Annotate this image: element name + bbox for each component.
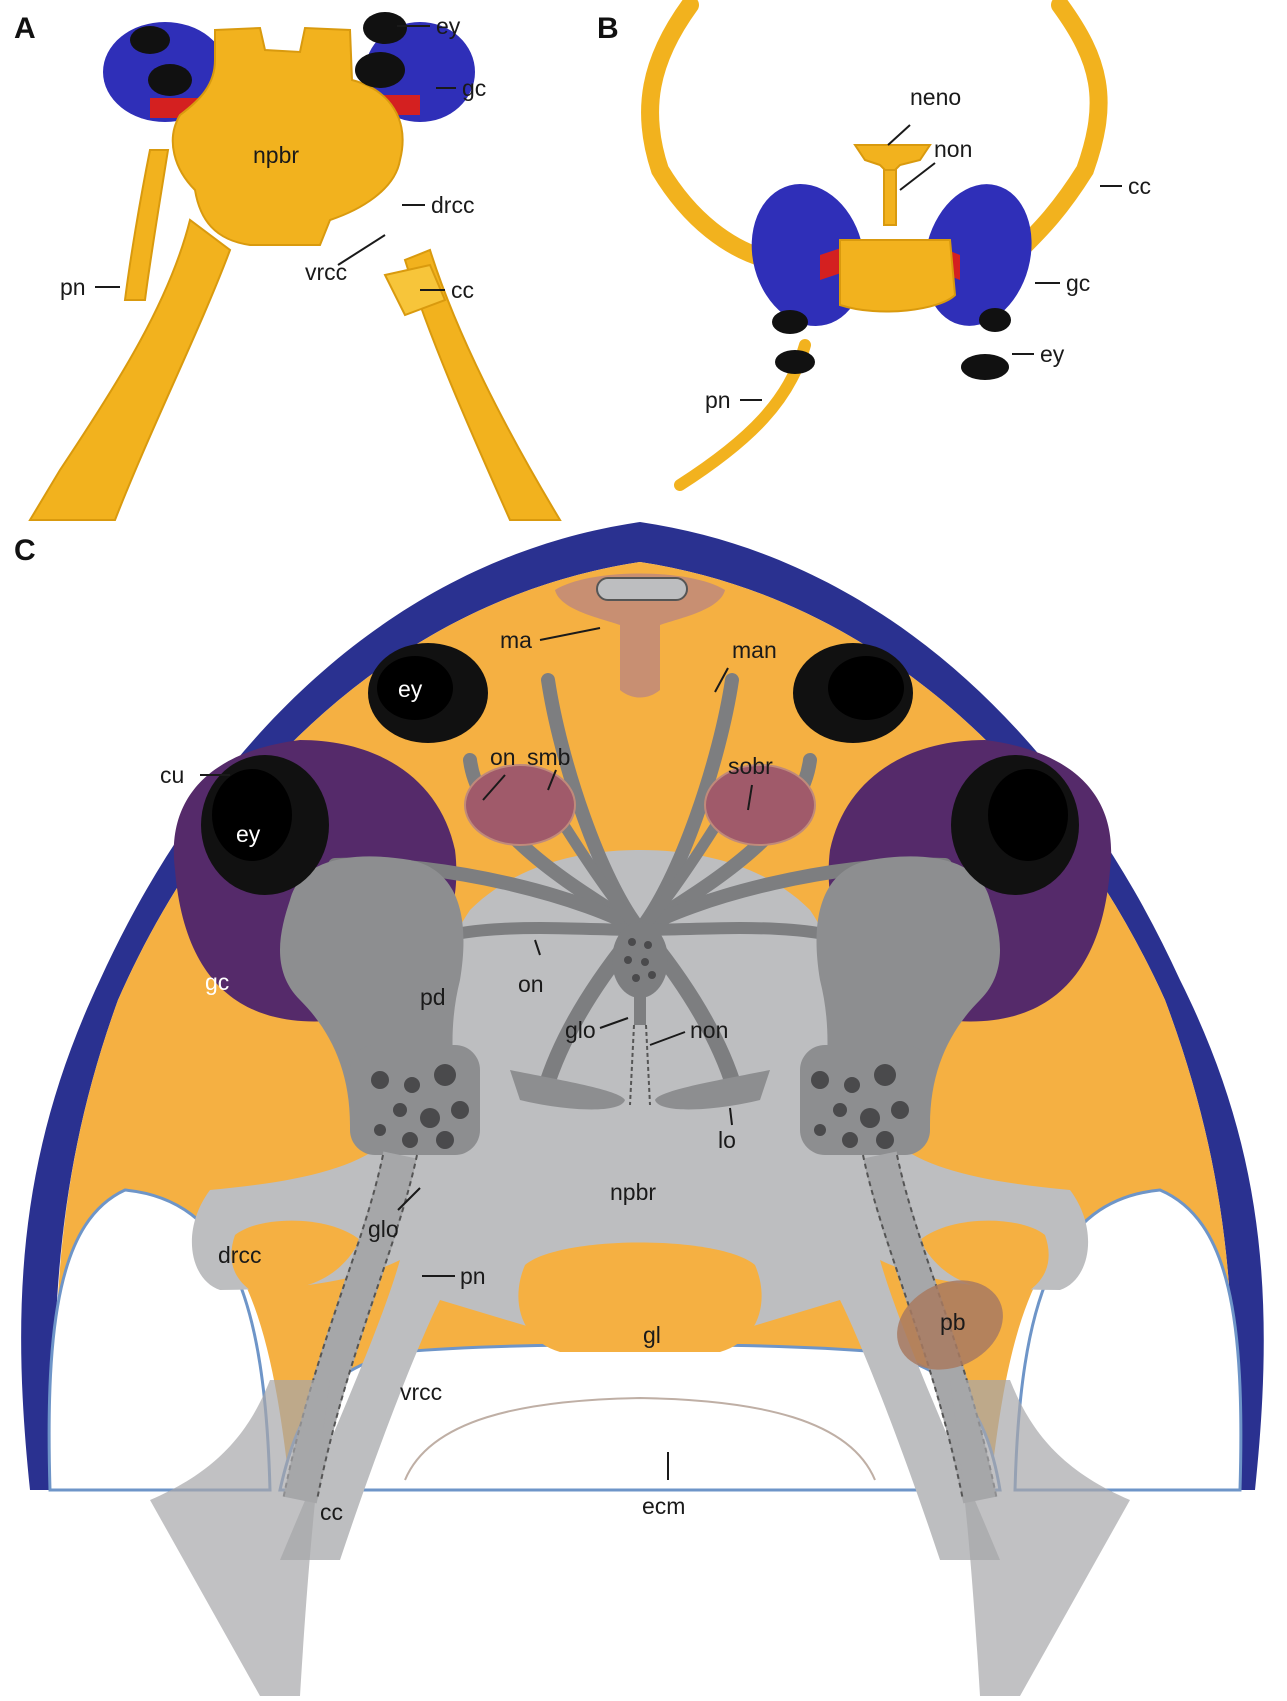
panel-c: C [14, 522, 1264, 1696]
panel-c-label-ey-lower: ey [236, 821, 261, 847]
panel-c-label-drcc: drcc [218, 1242, 261, 1268]
panel-c-central-glomeruli [612, 922, 668, 998]
panel-c-label-glo-center: glo [565, 1017, 596, 1043]
panel-a-label-ey: ey [436, 13, 461, 39]
panel-c-right-glomeruli-block [800, 1045, 930, 1155]
panel-c-label-pn: pn [460, 1263, 486, 1289]
panel-c-label-vrcc: vrcc [400, 1379, 442, 1405]
panel-b-nuchal-organ [855, 145, 930, 225]
panel-c-gl-region [518, 1243, 761, 1353]
panel-c-label-smb: smb [527, 744, 570, 770]
panel-a-letter: A [14, 12, 36, 45]
panel-a: A ey gc npbr drcc [14, 12, 560, 520]
panel-c-non-stalk [634, 995, 646, 1025]
panel-c-label-npbr: npbr [610, 1179, 656, 1205]
panel-c-label-gc: gc [205, 969, 229, 995]
panel-b-label-neno: neno [910, 84, 961, 110]
panel-c-label-ey-upper: ey [398, 676, 423, 702]
panel-c-label-on-lower: on [518, 971, 544, 997]
panel-c-label-man: man [732, 637, 777, 663]
panel-c-label-cc: cc [320, 1499, 343, 1525]
panel-c-label-gl: gl [643, 1322, 661, 1348]
panel-b-brain [840, 240, 955, 312]
panel-a-label-gc: gc [462, 75, 486, 101]
panel-c-label-ecm: ecm [642, 1493, 685, 1519]
panel-b-label-non: non [934, 136, 972, 162]
panel-a-label-cc: cc [451, 277, 474, 303]
panel-c-letter: C [14, 534, 36, 567]
panel-c-label-lo: lo [718, 1127, 736, 1153]
panel-c-label-pb: pb [940, 1309, 966, 1335]
panel-b-label-pn: pn [705, 387, 731, 413]
panel-c-label-non: non [690, 1017, 728, 1043]
panel-a-label-npbr: npbr [253, 142, 299, 168]
panel-c-label-sobr: sobr [728, 753, 773, 779]
panel-b-label-cc: cc [1128, 173, 1151, 199]
panel-c-label-ma: ma [500, 627, 532, 653]
panel-c-smb [465, 765, 575, 845]
panel-b-label-gc: gc [1066, 270, 1090, 296]
panel-c-mouth-opening [597, 578, 687, 600]
panel-b-label-ey: ey [1040, 341, 1065, 367]
panel-c-label-on-upper: on [490, 744, 516, 770]
panel-c-label-pd: pd [420, 984, 446, 1010]
panel-c-label-cu: cu [160, 762, 184, 788]
panel-a-label-drcc: drcc [431, 192, 474, 218]
panel-a-label-pn: pn [60, 274, 86, 300]
panel-a-label-vrcc: vrcc [305, 259, 347, 285]
panel-b: B neno non [597, 5, 1151, 485]
panel-b-letter: B [597, 12, 619, 45]
panel-c-label-glo-left: glo [368, 1216, 399, 1242]
